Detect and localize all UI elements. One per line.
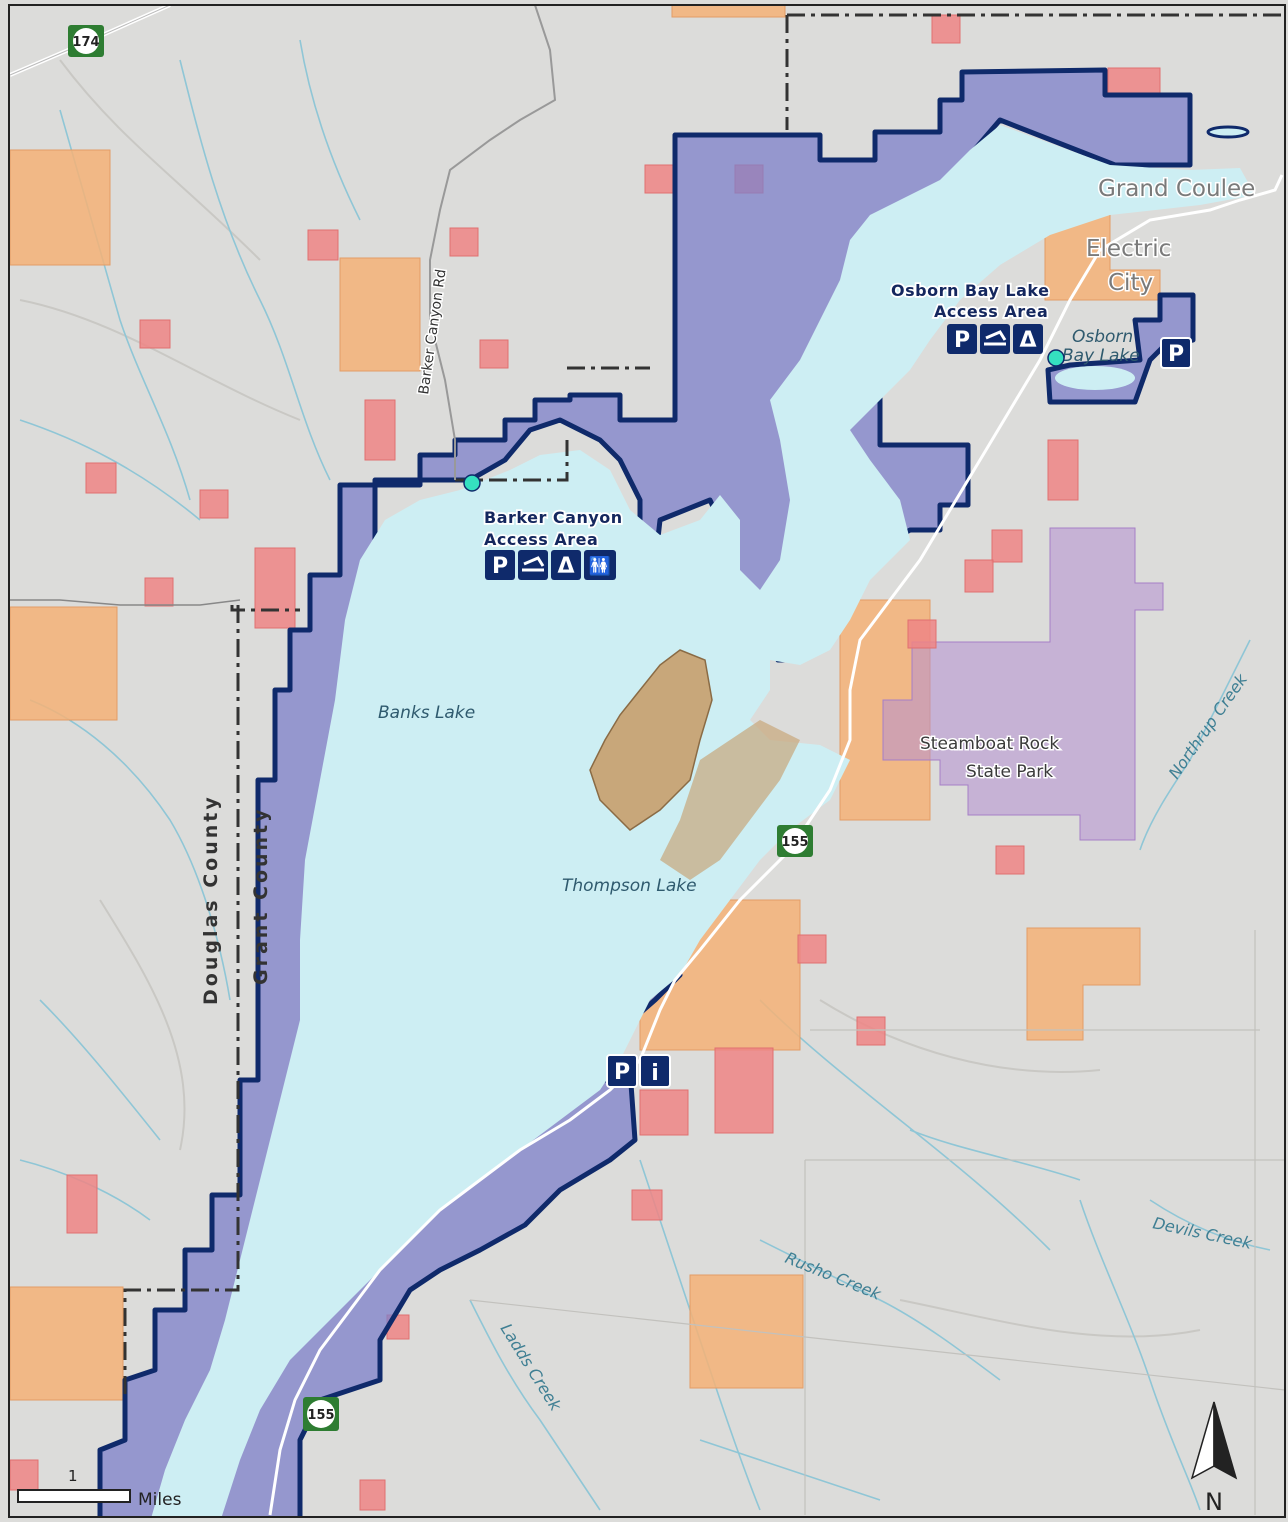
section-lines xyxy=(469,930,1285,1515)
restroom-icon xyxy=(584,550,616,580)
osborn-access-label-1: Osborn Bay Lake xyxy=(891,281,1049,300)
svg-text:P: P xyxy=(492,554,508,579)
streams xyxy=(19,39,1271,1511)
svg-text:P: P xyxy=(954,328,970,353)
barker-access-label-1: Barker Canyon xyxy=(484,508,623,527)
info-icon xyxy=(639,1054,671,1088)
boat-launch-icon xyxy=(518,550,548,580)
svg-text:N: N xyxy=(1205,1488,1223,1516)
barker-access-label-2: Access Area xyxy=(484,530,598,549)
svg-text:Δ: Δ xyxy=(557,554,574,579)
south-amenity-icons: P i xyxy=(606,1054,671,1088)
svg-text:174: 174 xyxy=(72,35,99,50)
banks-lake-label: Banks Lake xyxy=(378,703,475,723)
hwy-155-shield-lower: 155 xyxy=(303,1397,339,1431)
grant-county-label: Grant County xyxy=(250,806,272,985)
steamboat-rock-island xyxy=(589,649,713,831)
svg-text:Miles: Miles xyxy=(138,1490,182,1510)
osborn-access-point[interactable] xyxy=(1047,349,1065,367)
svg-text:Δ: Δ xyxy=(1019,328,1036,353)
osborn-bay-lake-label-1: Osborn xyxy=(1072,327,1133,347)
svg-text:P: P xyxy=(1168,342,1184,367)
grand-coulee-label: Grand Coulee xyxy=(1098,176,1255,202)
osborn-access-label-2: Access Area xyxy=(934,302,1048,321)
electric-city-label-1: Electric xyxy=(1086,236,1171,262)
svg-text:1: 1 xyxy=(68,1467,78,1485)
steamboat-label-1: Steamboat Rock xyxy=(920,734,1059,754)
small-lake xyxy=(1206,125,1250,139)
svg-text:🚻: 🚻 xyxy=(589,555,611,577)
scale-bar: 1 Miles xyxy=(17,1467,182,1510)
camping-icon xyxy=(551,550,581,580)
osborn-bay-lake-water xyxy=(1055,366,1135,390)
hwy-155-shield-upper: 155 xyxy=(777,825,813,857)
barker-access-point[interactable] xyxy=(463,474,481,492)
svg-text:P: P xyxy=(614,1060,630,1085)
douglas-county-label: Douglas County xyxy=(200,794,222,1005)
steamboat-rock-state-park xyxy=(882,527,1164,841)
barker-amenity-icons: P Δ 🚻 xyxy=(485,550,616,580)
map-frame xyxy=(8,4,1286,1518)
parking-icon xyxy=(947,324,977,354)
osborn-parking: P xyxy=(1160,337,1192,369)
steamboat-label-2: State Park xyxy=(966,762,1053,782)
peninsula-terrain xyxy=(660,720,800,880)
svg-text:i: i xyxy=(651,1061,659,1086)
north-arrow: N xyxy=(1190,1401,1238,1516)
electric-city-label-2: City xyxy=(1108,270,1153,296)
hwy-174-shield: 174 xyxy=(68,25,104,57)
parking-icon xyxy=(485,550,515,580)
camping-icon xyxy=(1013,324,1043,354)
boat-launch-icon xyxy=(980,324,1010,354)
parking-icon xyxy=(1160,337,1192,369)
osborn-amenity-icons: P Δ xyxy=(947,324,1043,354)
thompson-lake-label: Thompson Lake xyxy=(562,876,697,896)
osborn-bay-lake-label-2: Bay Lake xyxy=(1062,346,1140,366)
county-line xyxy=(123,13,1285,1395)
state-trust-lands xyxy=(9,5,1161,1401)
svg-text:155: 155 xyxy=(307,1408,334,1423)
red-parcels xyxy=(9,14,1161,1511)
parking-icon xyxy=(606,1054,638,1088)
svg-text:155: 155 xyxy=(781,835,808,850)
